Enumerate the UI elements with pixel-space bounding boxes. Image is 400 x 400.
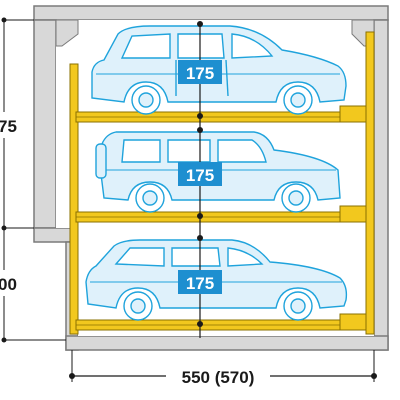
dim-dot-5	[197, 235, 203, 241]
post-left	[69, 63, 79, 335]
dim-dot-3	[197, 127, 203, 133]
car-3-hub-rear	[130, 298, 146, 314]
car-2-spare-wheel	[95, 143, 107, 179]
platforms	[75, 105, 367, 331]
right-wall	[373, 19, 389, 351]
badge-box-3	[178, 270, 222, 294]
car-1-window-front	[231, 33, 274, 59]
dim-dot-1	[197, 21, 203, 27]
bracket-3	[339, 313, 367, 331]
car-1-window-mid	[177, 33, 225, 59]
width-dimension: 550 (570)	[69, 350, 377, 388]
car-1-hub-rear	[138, 92, 154, 108]
left-dim-dot-2	[1, 225, 7, 231]
lower-height-label: 00	[0, 275, 17, 294]
left-dim-label-bg-1	[0, 112, 22, 138]
car-2-window-front	[217, 139, 267, 163]
left-wall-upper	[33, 19, 57, 229]
car-2-window-mid	[167, 139, 211, 163]
posts	[69, 31, 375, 335]
height-badge-level-3: 175	[178, 270, 222, 294]
dim-dot-4	[197, 213, 203, 219]
car-3-window-mid	[171, 247, 221, 267]
badge-label-3: 175	[186, 274, 214, 293]
badge-box-2	[178, 162, 222, 186]
car-1-door-line-2	[225, 59, 229, 97]
car-3-window-front	[227, 247, 264, 267]
left-dimension: 75 00	[0, 17, 66, 343]
post-right	[365, 31, 375, 335]
height-badge-level-1: 175	[178, 60, 222, 84]
width-dim-label-bg	[166, 364, 270, 388]
left-dim-dot-3	[1, 337, 7, 343]
dim-dot-2	[197, 113, 203, 119]
car-2-hub-front	[288, 190, 304, 206]
width-label: 550 (570)	[182, 368, 255, 387]
badge-box-1	[178, 60, 222, 84]
upper-height-label: 75	[0, 117, 17, 136]
car-2-hub-rear	[142, 190, 158, 206]
height-badge-level-2: 175	[178, 162, 222, 186]
car-3-window-rear	[114, 247, 165, 267]
badge-label-2: 175	[186, 166, 214, 185]
bracket-1	[339, 105, 367, 123]
dim-dot-6	[197, 321, 203, 327]
car-2-window-rear	[121, 139, 161, 163]
badge-label-1: 175	[186, 64, 214, 83]
pit-floor	[65, 335, 389, 351]
car-3-hub-front	[290, 298, 306, 314]
ceiling-slab	[33, 5, 389, 21]
car-1-hub-front	[290, 92, 306, 108]
width-dim-dot-right	[371, 373, 377, 379]
width-dim-dot-left	[69, 373, 75, 379]
left-dim-label-bg-2	[0, 270, 22, 296]
chamfer-left	[55, 19, 79, 47]
bracket-2	[339, 205, 367, 223]
car-1-window-rear	[120, 33, 171, 59]
left-dim-dot-1	[1, 17, 7, 23]
